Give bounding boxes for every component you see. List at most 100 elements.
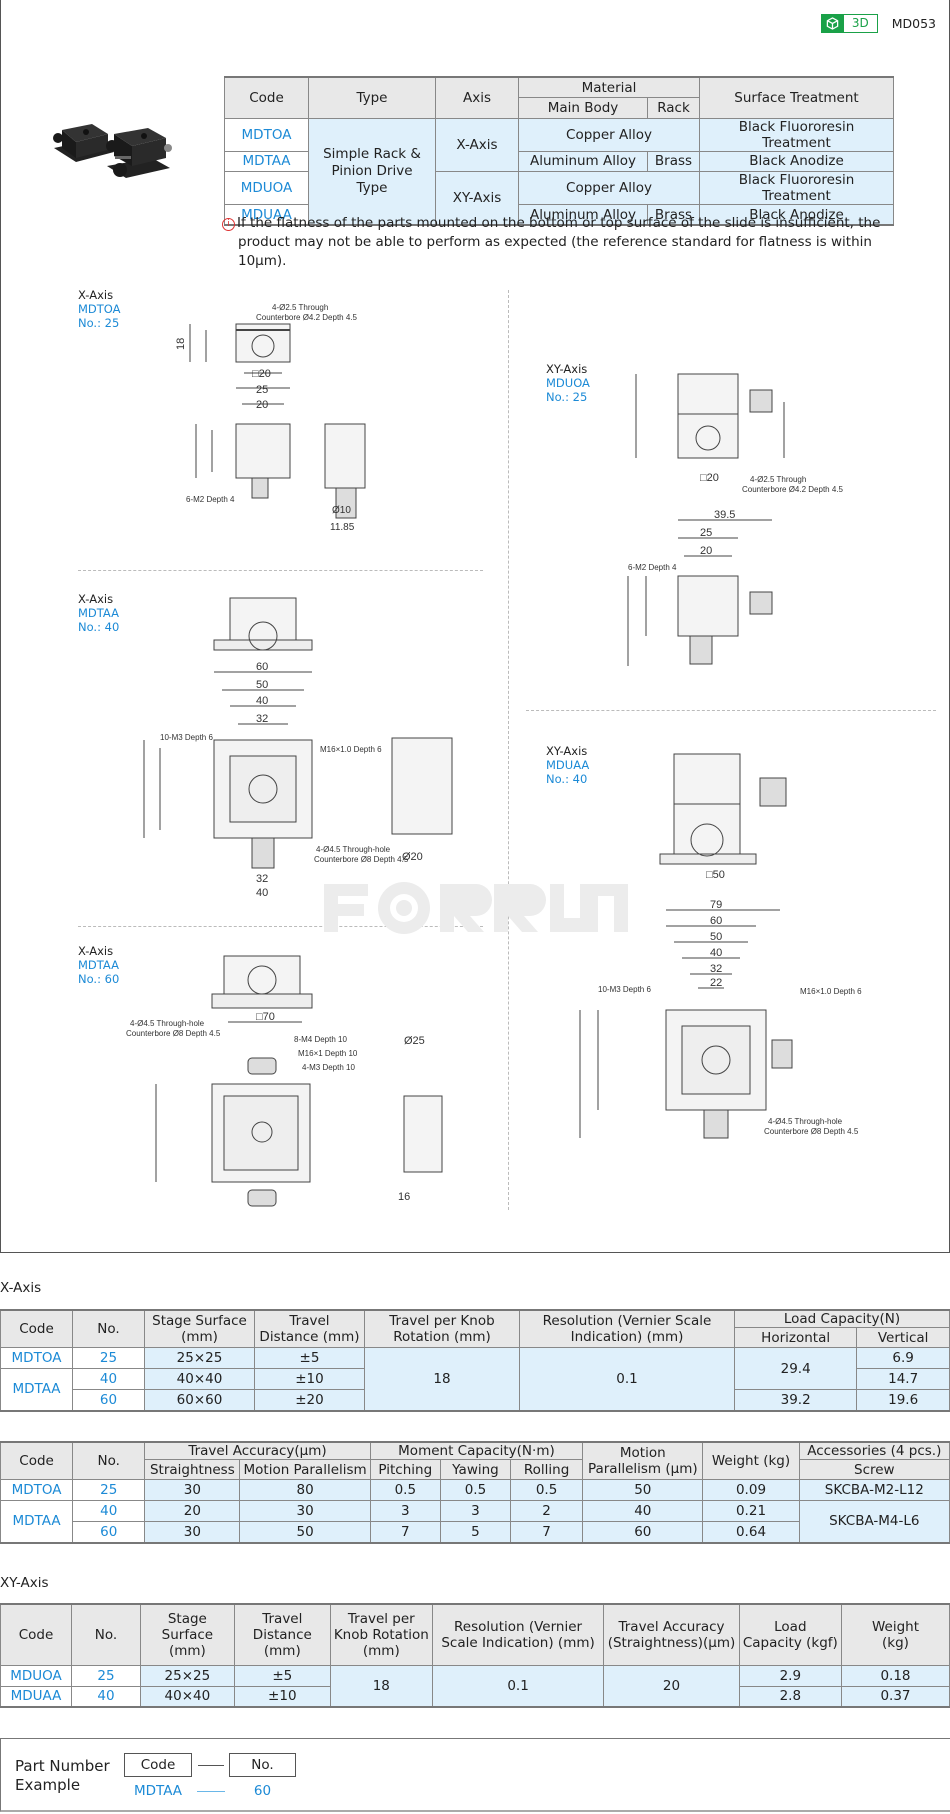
svg-text:40: 40 <box>256 887 268 899</box>
svg-text:□20: □20 <box>700 472 719 484</box>
drawing-label: XY-Axis MDUAA No.: 40 <box>546 744 590 786</box>
product-photo <box>52 108 172 178</box>
drawing-mdtaa-40: 60 50 40 32 32 40 Ø20 10-M3 Depth 6 M16×… <box>143 597 453 899</box>
no-box: No. <box>229 1753 296 1777</box>
code-link[interactable]: MDTOA <box>0 1347 73 1369</box>
table-row: MDTOA Simple Rack & Pinion Drive Type X-… <box>224 117 894 226</box>
svg-text:32: 32 <box>256 873 268 885</box>
code-link[interactable]: MDUAA <box>224 204 309 226</box>
svg-text:M16×1.0 Depth 6: M16×1.0 Depth 6 <box>320 745 382 754</box>
svg-text:18: 18 <box>175 338 187 350</box>
svg-text:Counterbore Ø4.2 Depth 4.5: Counterbore Ø4.2 Depth 4.5 <box>742 485 844 494</box>
code-link[interactable]: MDUOA <box>224 171 309 205</box>
drawing-label: XY-Axis MDUOA No.: 25 <box>546 362 590 404</box>
svg-text:60: 60 <box>710 915 722 927</box>
document-code: MD053 <box>891 16 936 31</box>
separator-dash <box>198 1765 224 1766</box>
code-link[interactable]: MDTAA <box>0 1368 73 1411</box>
svg-text:8-M4 Depth 10: 8-M4 Depth 10 <box>294 1035 347 1044</box>
forrun-watermark <box>322 878 632 940</box>
svg-text:20: 20 <box>700 545 712 557</box>
code-link[interactable]: MDTOA <box>0 1479 74 1501</box>
svg-text:22: 22 <box>710 977 722 989</box>
rack-cell: Brass <box>647 150 700 172</box>
drawing-label: X-Axis MDTAA No.: 60 <box>78 944 120 986</box>
separator-dash <box>197 1791 225 1792</box>
drawing-mduoa-25: □20 39.5 25 20 4-Ø2.5 Through Counterbor… <box>627 373 844 666</box>
code-link[interactable]: MDTOA <box>224 117 309 152</box>
svg-text:6-M2 Depth 4: 6-M2 Depth 4 <box>186 495 235 504</box>
svg-text:Counterbore Ø8 Depth 4.5: Counterbore Ø8 Depth 4.5 <box>314 855 409 864</box>
x-axis-table-1: Code No. Stage Surface (mm) Travel Dista… <box>0 1309 950 1412</box>
svg-text:Counterbore Ø8 Depth 4.5: Counterbore Ø8 Depth 4.5 <box>764 1127 859 1136</box>
svg-text:50: 50 <box>256 679 268 691</box>
svg-text:40: 40 <box>256 695 268 707</box>
overview-table: Code Type Axis Material Surface Treatmen… <box>224 76 894 226</box>
svg-text:□70: □70 <box>256 1011 275 1023</box>
col-code: Code <box>224 76 309 119</box>
code-example: MDTAA <box>133 1783 183 1799</box>
svg-text:10-M3 Depth 6: 10-M3 Depth 6 <box>598 985 651 994</box>
material-cell: Copper Alloy <box>518 117 700 152</box>
svg-text:50: 50 <box>710 931 722 943</box>
rack-cell: Brass <box>647 204 700 226</box>
col-axis: Axis <box>435 76 519 119</box>
code-link[interactable]: MDUOA <box>0 1664 73 1687</box>
x-axis-table-2: Code No. Travel Accuracy(μm) Moment Capa… <box>0 1441 950 1544</box>
col-material: Material <box>518 76 700 98</box>
svg-text:20: 20 <box>256 399 268 411</box>
part-number-example: Part Number Example Code No. MDTAA 60 <box>0 1738 950 1812</box>
view-3d-button[interactable]: 3D <box>820 14 878 33</box>
info-icon: i <box>222 218 235 231</box>
surface-cell: Black Anodize <box>699 204 894 226</box>
svg-text:25: 25 <box>256 384 268 396</box>
table-row: 60 60×60 ±20 39.2 19.6 <box>1 1389 950 1411</box>
svg-text:25: 25 <box>700 527 712 539</box>
svg-text:39.5: 39.5 <box>714 509 735 521</box>
table-row: MDUOA XY-Axis Copper Alloy Black Fluoror… <box>224 171 894 226</box>
table-row: MDUAA Aluminum Alloy Brass Black Anodize <box>224 204 894 226</box>
svg-text:60: 60 <box>256 661 268 673</box>
main-body-cell: Aluminum Alloy <box>518 204 648 226</box>
svg-text:Counterbore Ø4.2 Depth 4.5: Counterbore Ø4.2 Depth 4.5 <box>256 313 358 322</box>
col-rack: Rack <box>647 97 700 119</box>
svg-text:40: 40 <box>710 947 722 959</box>
table-row: MDUAA 40 40×40 ±10 2.8 0.37 <box>0 1685 950 1708</box>
section-title-xy-axis: XY-Axis <box>0 1575 49 1591</box>
table-row: MDTAA 40 20 30 3 3 2 40 0.21 SKCBA-M4-L6 <box>0 1500 950 1543</box>
top-bar: 3D MD053 <box>820 14 936 33</box>
divider <box>78 926 483 927</box>
surface-cell: Black Anodize <box>699 150 894 172</box>
svg-text:□20: □20 <box>252 368 271 380</box>
svg-text:4-Ø2.5 Through: 4-Ø2.5 Through <box>750 475 806 484</box>
divider-vertical <box>508 290 509 1210</box>
svg-text:M16×1.0 Depth 6: M16×1.0 Depth 6 <box>800 987 862 996</box>
code-box: Code <box>124 1753 192 1777</box>
divider <box>78 570 483 571</box>
xy-axis-table: Code No. Stage Surface (mm) Travel Dista… <box>0 1603 950 1708</box>
table-row: MDUOA 25 25×25 ±5 18 0.1 20 2.9 0.18 <box>0 1664 950 1708</box>
svg-text:6-M2 Depth 4: 6-M2 Depth 4 <box>628 563 677 572</box>
svg-text:32: 32 <box>710 963 722 975</box>
drawing-label: X-Axis MDTAA No.: 40 <box>78 592 120 634</box>
drawing-mdtaa-60: □70 Ø25 16 4-Ø4.5 Through-hole Counterbo… <box>126 955 443 1207</box>
part-number-title: Part Number Example <box>15 1757 110 1794</box>
no-example: 60 <box>253 1783 272 1799</box>
svg-text:□50: □50 <box>706 869 725 881</box>
col-main-body: Main Body <box>518 97 648 119</box>
code-link[interactable]: MDTAA <box>0 1500 74 1543</box>
code-link[interactable]: MDUAA <box>0 1685 73 1708</box>
svg-text:79: 79 <box>710 899 722 911</box>
table-row: MDTAA Aluminum Alloy Brass Black Anodize <box>224 150 894 172</box>
svg-text:4-Ø4.5 Through-hole: 4-Ø4.5 Through-hole <box>130 1019 205 1028</box>
drawing-mduaa-40: □50 79 60 50 40 32 22 10-M3 Depth 6 M16×… <box>579 753 862 1139</box>
axis-cell: X-Axis <box>435 117 519 172</box>
code-link[interactable]: MDTAA <box>224 150 309 172</box>
table-row: 60 30 50 7 5 7 60 0.64 <box>1 1521 950 1543</box>
cube-icon <box>821 15 844 32</box>
svg-text:Ø10: Ø10 <box>332 505 351 516</box>
table-row: MDTOA 25 30 80 0.5 0.5 0.5 50 0.09 SKCBA… <box>0 1479 950 1501</box>
table-row: MDTAA 40 40×40 ±10 14.7 <box>0 1368 950 1411</box>
view-3d-label: 3D <box>851 16 869 30</box>
